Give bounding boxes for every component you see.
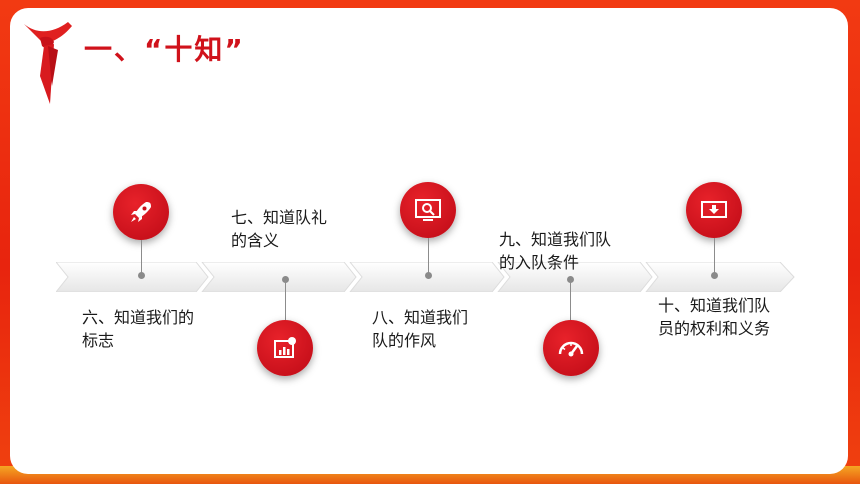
rocket-icon <box>131 202 151 222</box>
monitor-download-icon <box>701 201 727 218</box>
red-scarf-icon <box>24 22 72 104</box>
item-5-line1: 十、知道我们队 <box>658 296 771 315</box>
arrow-segment-2 <box>201 262 357 292</box>
item-3-line1: 八、知道我们 <box>372 308 469 327</box>
item-1-connector <box>141 240 142 274</box>
item-5-label: 十、知道我们队 员的权利和义务 <box>658 294 770 340</box>
item-1-line1: 六、知道我们的 <box>82 308 195 327</box>
item-5-connector <box>714 238 715 274</box>
item-4-icon-circle <box>543 320 599 376</box>
item-2-line1: 七、知道队礼 <box>231 208 328 227</box>
item-3-label: 八、知道我们 队的作风 <box>372 306 468 352</box>
item-2-line2: 的含义 <box>231 231 280 250</box>
item-5-dot <box>711 272 718 279</box>
item-4-label: 九、知道我们队 的入队条件 <box>499 228 611 274</box>
arrow-segment-5 <box>645 262 795 292</box>
page-title: 一、“十知” <box>84 33 245 66</box>
item-1-line2: 标志 <box>82 331 115 350</box>
item-4-line2: 的入队条件 <box>499 253 580 272</box>
item-2-label: 七、知道队礼 的含义 <box>231 206 327 252</box>
item-5-icon-circle <box>686 182 742 238</box>
slide-card <box>10 8 848 474</box>
item-1-icon-circle <box>113 184 169 240</box>
item-1-label: 六、知道我们的 标志 <box>82 306 194 352</box>
item-3-icon-circle <box>400 182 456 238</box>
item-3-connector <box>428 238 429 274</box>
chart-report-icon <box>274 337 296 358</box>
speedometer-icon <box>558 341 584 357</box>
item-2-connector <box>285 280 286 320</box>
item-5-line2: 员的权利和义务 <box>658 319 771 338</box>
arrow-segment-1 <box>56 262 209 292</box>
item-4-connector <box>570 280 571 320</box>
item-1-dot <box>138 272 145 279</box>
item-4-line1: 九、知道我们队 <box>499 230 612 249</box>
arrow-segment-4 <box>497 262 653 292</box>
item-2-dot <box>282 276 289 283</box>
item-2-icon-circle <box>257 320 313 376</box>
magnifier-screen-icon <box>415 199 441 221</box>
timeline-arrow-band <box>56 262 795 292</box>
item-3-line2: 队的作风 <box>372 331 437 350</box>
item-4-dot <box>567 276 574 283</box>
item-3-dot <box>425 272 432 279</box>
